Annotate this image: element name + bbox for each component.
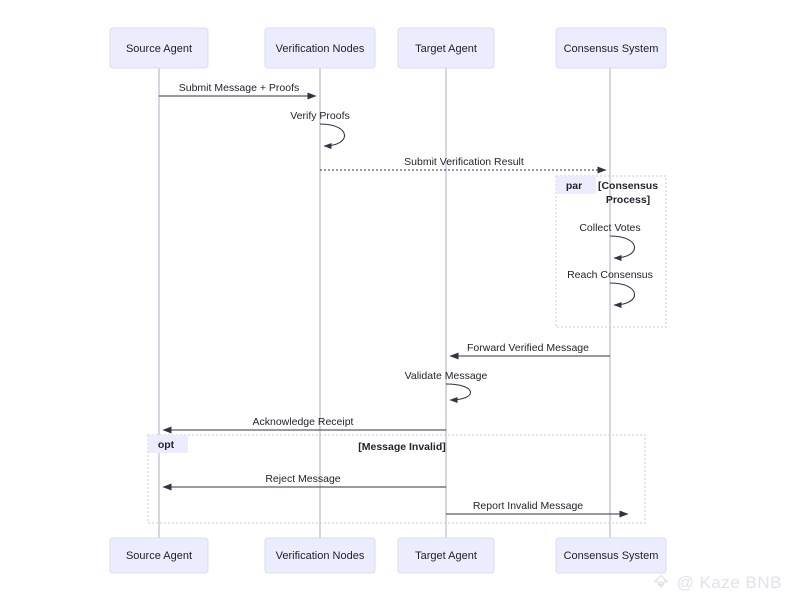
participant-box[interactable] (555, 27, 667, 69)
participant-label: Verification Nodes (276, 550, 365, 562)
message-validate-message: Validate Message (405, 370, 488, 403)
message-label: Report Invalid Message (473, 500, 583, 512)
fragment-opt-invalid: opt [Message Invalid] (147, 434, 646, 524)
fragment-border (147, 434, 646, 524)
participant-label: Source Agent (126, 550, 192, 562)
participant-label: Target Agent (415, 43, 477, 55)
self-message-loop (319, 123, 346, 149)
participant-label: Consensus System (564, 43, 659, 55)
participant-box[interactable] (397, 27, 495, 69)
participant-label: Consensus System (564, 550, 659, 562)
fragment-tag-label: opt (158, 439, 175, 451)
participant-label: Source Agent (126, 43, 192, 55)
self-message-loop (609, 282, 636, 308)
message-label: Acknowledge Receipt (253, 416, 354, 428)
fragment-tag-label: par (566, 180, 582, 192)
participant-box[interactable] (109, 27, 209, 69)
message-submit-verification-result: Submit Verification Result (320, 156, 607, 174)
fragment-condition-line-2: Process] (606, 194, 650, 206)
message-label: Submit Message + Proofs (179, 82, 300, 94)
participant-source-bottom[interactable]: Source Agent (109, 537, 209, 574)
message-forward-verified-message: Forward Verified Message (449, 342, 610, 360)
message-reject-message: Reject Message (162, 473, 446, 491)
participant-label: Target Agent (415, 550, 477, 562)
self-message-loop (445, 383, 471, 403)
message-label: Submit Verification Result (404, 156, 524, 168)
message-acknowledge-receipt: Acknowledge Receipt (162, 416, 446, 434)
fragment-par-consensus: par [Consensus Process] (555, 175, 667, 328)
lifelines-group (158, 68, 611, 538)
message-submit-message-proofs: Submit Message + Proofs (159, 82, 317, 100)
message-label: Verify Proofs (290, 110, 350, 122)
message-label: Validate Message (405, 370, 488, 382)
participant-target-bottom[interactable]: Target Agent (397, 537, 495, 574)
fragment-tag-background (556, 176, 596, 194)
message-reach-consensus: Reach Consensus (567, 269, 653, 308)
participant-target-top[interactable]: Target Agent (397, 27, 495, 69)
message-label: Reach Consensus (567, 269, 653, 281)
participant-box[interactable] (397, 537, 495, 574)
participant-source-top[interactable]: Source Agent (109, 27, 209, 69)
message-collect-votes: Collect Votes (579, 222, 641, 261)
fragment-condition-line-1: [Consensus (598, 180, 658, 192)
message-label: Reject Message (265, 473, 340, 485)
participant-consensus-top[interactable]: Consensus System (555, 27, 667, 69)
fragment-border (555, 175, 667, 328)
message-report-invalid-message: Report Invalid Message (446, 500, 629, 518)
participant-label: Verification Nodes (276, 43, 365, 55)
participant-box[interactable] (555, 537, 667, 574)
message-verify-proofs: Verify Proofs (290, 110, 350, 149)
participant-consensus-bottom[interactable]: Consensus System (555, 537, 667, 574)
self-message-loop (609, 235, 636, 261)
fragment-condition-line-1: [Message Invalid] (358, 441, 446, 453)
participant-box[interactable] (264, 537, 376, 574)
message-label: Forward Verified Message (467, 342, 589, 354)
fragment-tag-background (148, 435, 188, 453)
participant-verify-bottom[interactable]: Verification Nodes (264, 537, 376, 574)
participant-box[interactable] (264, 27, 376, 69)
message-label: Collect Votes (579, 222, 640, 234)
participant-box[interactable] (109, 537, 209, 574)
participant-verify-top[interactable]: Verification Nodes (264, 27, 376, 69)
